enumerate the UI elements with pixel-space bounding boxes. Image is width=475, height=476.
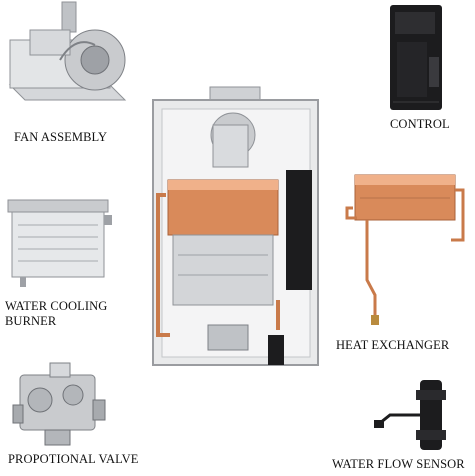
water-cooling-burner-label-line1: WATER COOLING <box>5 299 108 313</box>
water-cooling-burner-image <box>0 195 120 290</box>
fan-assembly-label: FAN ASSEMBLY <box>14 130 108 144</box>
water-cooling-burner-label-line2: BURNER <box>5 314 57 328</box>
fan-assembly-image <box>0 0 135 120</box>
heat-exchanger-image <box>345 170 470 330</box>
propotional-valve-image <box>5 355 115 450</box>
water-flow-sensor-image <box>370 375 470 455</box>
water-heater-image <box>148 85 328 380</box>
control-label: CONTROL <box>390 117 450 131</box>
control-image <box>385 2 450 114</box>
water-flow-sensor-label: WATER FLOW SENSOR <box>332 457 465 471</box>
propotional-valve-label: PROPOTIONAL VALVE <box>8 452 139 466</box>
heat-exchanger-label: HEAT EXCHANGER <box>336 338 450 352</box>
